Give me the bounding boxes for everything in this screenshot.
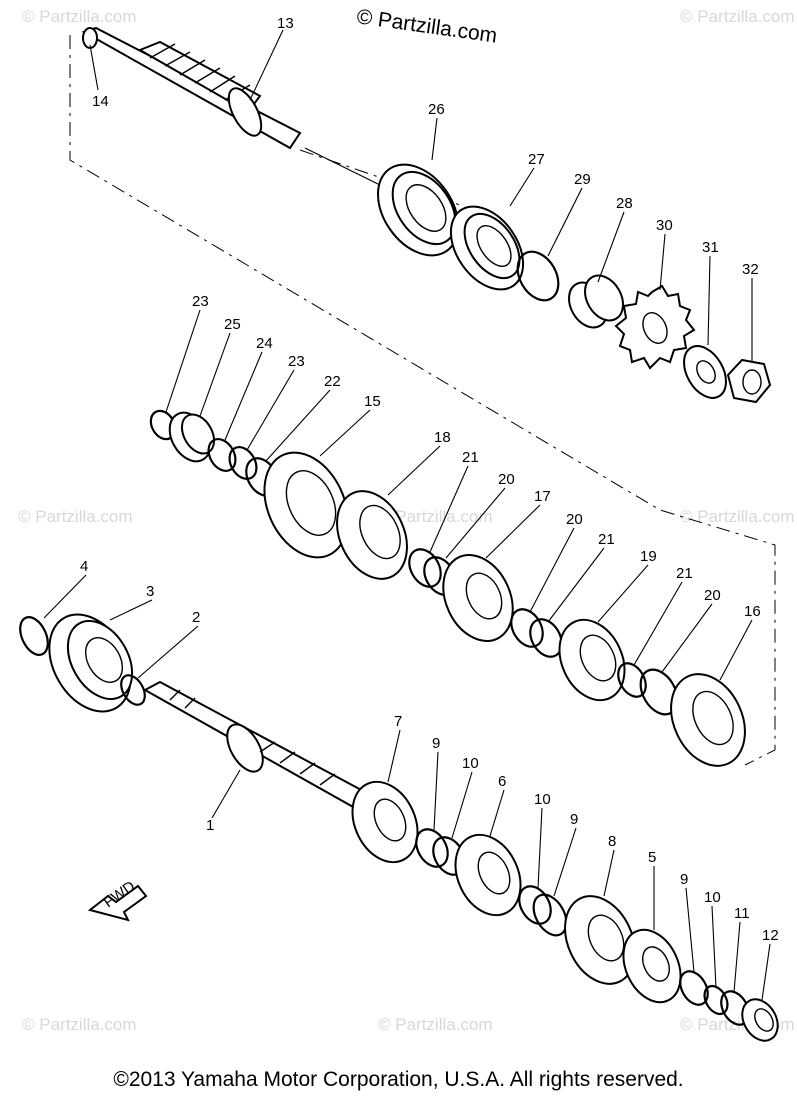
callout-label: 11 [734,905,750,922]
callout-label: 10 [704,889,721,906]
callout-label: 16 [744,603,761,620]
callout-label: 15 [364,393,381,410]
watermark: © Partzilla.com [22,1015,137,1034]
bearing-26 [377,163,459,257]
callout-label: 25 [224,316,241,333]
lock-washer-31 [683,345,727,399]
callout-label: 27 [528,151,545,168]
callout-label: 32 [742,261,759,278]
callout-label: 21 [676,565,693,582]
callout-label: 9 [432,735,440,752]
callout-label: 20 [566,511,583,528]
callout-label: 10 [462,755,479,772]
callout-label: 22 [324,373,341,390]
callout-label: 14 [92,93,109,110]
callout-label: 5 [648,849,656,866]
lower-gear-set [351,780,779,1042]
callout-label: 28 [616,195,633,212]
callout-label: 21 [462,449,479,466]
callout-label: 17 [534,488,551,505]
watermark: © Partzilla.com [378,507,493,526]
callout-label: 20 [498,471,515,488]
watermark: © Partzilla.com [680,507,795,526]
callout-label: 20 [704,587,721,604]
drive-axle-upper [81,26,381,186]
collar-28 [568,274,624,329]
brand-label: © Partzilla.com [355,5,498,47]
callout-label: 8 [608,833,616,850]
callout-label: 21 [598,531,615,548]
callout-label: 3 [146,583,154,600]
callout-label: 31 [702,239,719,256]
sprocket-30 [614,284,696,370]
callout-label: 18 [434,429,451,446]
callout-label: 26 [428,101,445,118]
bearing-27 [449,205,525,291]
callout-labels: 13 14 26 27 29 28 30 31 32 23 25 24 23 2… [80,15,779,944]
callout-label: 7 [394,713,402,730]
callout-label: 6 [498,773,506,790]
callout-label: 24 [256,335,273,352]
nut-32 [726,358,772,404]
main-axle-lower [19,613,367,810]
callout-label: 19 [640,548,657,565]
fwd-arrow-icon: FWD [87,878,148,922]
assembly-guide-lines [69,35,776,766]
copyright-notice: ©2013 Yamaha Motor Corporation, U.S.A. A… [113,1068,684,1091]
leader-lines [43,29,771,1001]
watermark: © Partzilla.com [22,7,137,26]
callout-label: 2 [192,609,200,626]
watermark-group: © Partzilla.com © Partzilla.com © Partzi… [18,7,795,1034]
watermark: © Partzilla.com [18,507,133,526]
callout-label: 9 [570,811,578,828]
callout-label: 10 [534,791,551,808]
callout-label: 12 [762,927,779,944]
middle-gear-set [149,409,746,767]
callout-label: 9 [680,871,688,888]
callout-label: 29 [574,171,591,188]
callout-label: 13 [277,15,294,32]
watermark: © Partzilla.com [378,1015,493,1034]
callout-label: 1 [206,817,214,834]
callout-label: 30 [656,217,673,234]
callout-label: 4 [80,558,88,575]
callout-label: 23 [288,353,305,370]
callout-label: 23 [192,293,209,310]
watermark: © Partzilla.com [680,7,795,26]
o-ring-29 [516,250,560,302]
